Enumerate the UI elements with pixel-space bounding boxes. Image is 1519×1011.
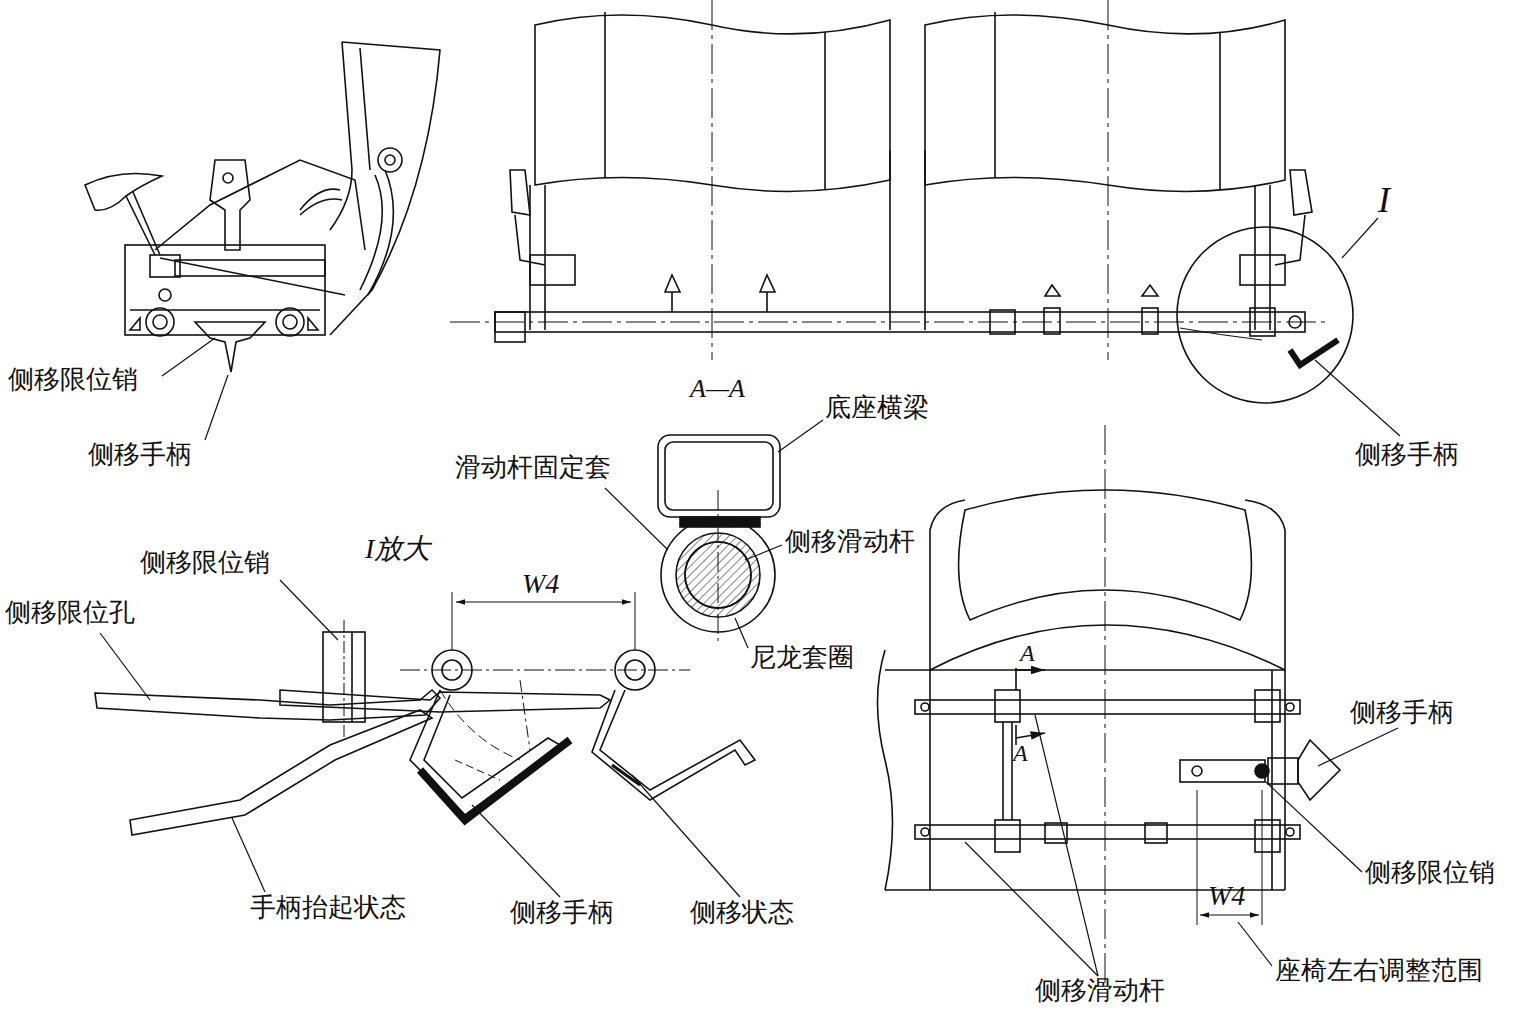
part-label: 侧移手柄 xyxy=(1355,440,1459,470)
side-label: 侧移限位销 xyxy=(8,365,138,395)
part-label: 侧移限位销 xyxy=(1365,858,1495,888)
side-label: 侧移手柄 xyxy=(88,440,192,470)
part-label: 侧移限位孔 xyxy=(5,598,135,628)
part-label: 尼龙套圈 xyxy=(750,643,854,673)
state-label: 手柄抬起状态 xyxy=(250,893,406,923)
part-label: 侧移手柄 xyxy=(510,898,614,928)
section-marker: A xyxy=(1013,740,1028,768)
side-view xyxy=(85,42,440,372)
part-label: 侧移滑动杆 xyxy=(1035,976,1165,1006)
part-label: 侧移滑动杆 xyxy=(785,527,915,557)
section-aa xyxy=(658,435,780,645)
range-label: 座椅左右调整范围 xyxy=(1275,956,1483,986)
leader-lines xyxy=(100,218,1400,976)
part-label: 侧移手柄 xyxy=(1350,698,1454,728)
part-label: 侧移限位销 xyxy=(140,548,270,578)
dimension-label: W4 xyxy=(522,568,559,600)
part-label: 底座横梁 xyxy=(825,393,929,423)
front-view xyxy=(450,0,1353,403)
section-marker: A xyxy=(1020,640,1035,668)
section-title: A—A xyxy=(690,374,745,404)
detail-marker: I xyxy=(1378,180,1390,221)
top-view xyxy=(878,425,1341,990)
detail-i xyxy=(95,592,755,835)
detail-title: I放大 xyxy=(365,533,430,565)
part-label: 滑动杆固定套 xyxy=(455,453,611,483)
state-label: 侧移状态 xyxy=(690,898,794,928)
dimension-label: W4 xyxy=(1208,880,1245,912)
